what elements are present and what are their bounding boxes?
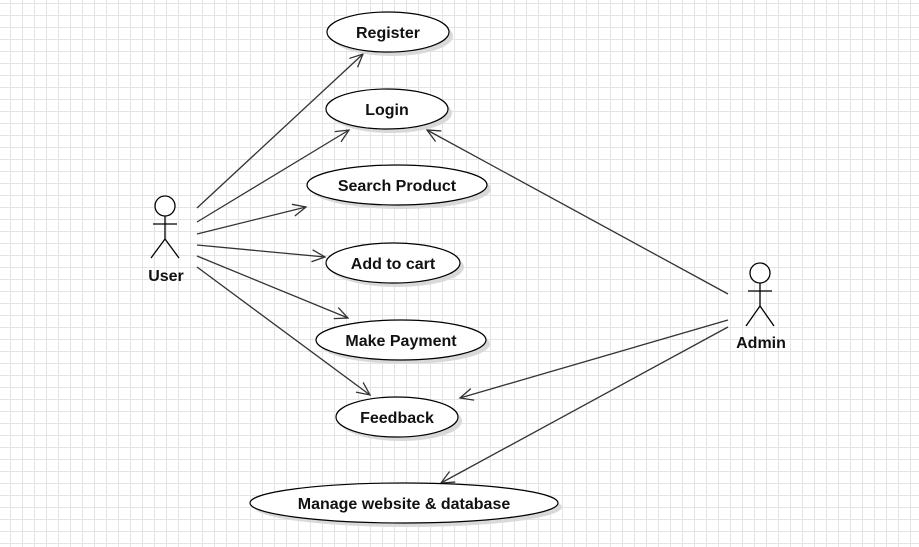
use-case-search-product-label: Search Product bbox=[338, 178, 457, 195]
use-case-login-label: Login bbox=[365, 102, 409, 119]
use-case-login[interactable]: Login bbox=[325, 88, 452, 133]
association-admin-feedback[interactable] bbox=[458, 319, 729, 401]
use-case-register-label: Register bbox=[356, 25, 420, 42]
use-case-feedback-label: Feedback bbox=[360, 410, 434, 427]
use-case-feedback[interactable]: Feedback bbox=[335, 396, 462, 441]
use-case-add-to-cart-label: Add to cart bbox=[351, 256, 436, 273]
use-case-register[interactable]: Register bbox=[326, 11, 453, 56]
association-admin-login[interactable] bbox=[425, 129, 729, 295]
association-user-search-product[interactable] bbox=[196, 203, 308, 235]
use-case-manage-website[interactable]: Manage website & database bbox=[249, 482, 562, 527]
stick-figure-icon bbox=[745, 262, 775, 327]
use-case-make-payment-label: Make Payment bbox=[345, 333, 457, 350]
use-case-manage-website-label: Manage website & database bbox=[298, 496, 511, 513]
association-user-login[interactable] bbox=[196, 129, 351, 223]
stick-figure-icon bbox=[150, 195, 180, 259]
association-user-make-payment[interactable] bbox=[196, 255, 350, 320]
association-user-add-to-cart[interactable] bbox=[196, 244, 327, 263]
use-case-add-to-cart[interactable]: Add to cart bbox=[325, 242, 464, 287]
association-user-feedback[interactable] bbox=[196, 266, 372, 396]
association-admin-manage-website[interactable] bbox=[439, 326, 729, 484]
actor-user[interactable]: User bbox=[148, 195, 184, 285]
actor-admin-label: Admin bbox=[736, 335, 786, 352]
associations bbox=[196, 52, 729, 484]
use-case-search-product[interactable]: Search Product bbox=[306, 164, 491, 209]
actor-admin[interactable]: Admin bbox=[736, 262, 786, 352]
actor-user-label: User bbox=[148, 268, 184, 285]
association-user-register[interactable] bbox=[196, 52, 365, 209]
use-case-make-payment[interactable]: Make Payment bbox=[315, 319, 490, 364]
